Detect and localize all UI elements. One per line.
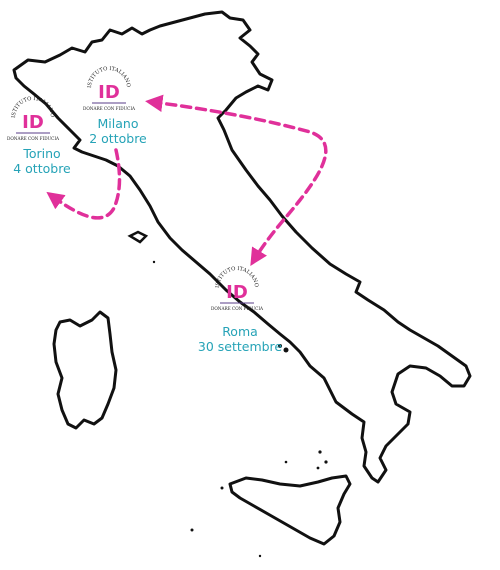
aeolian-island-2 (324, 460, 328, 464)
logo-torino: ISTITUTO ITALIANO DONAZIONE ID DONARE CO… (5, 90, 60, 148)
route-roma-to-milano (145, 94, 328, 266)
aeolian-island-3 (316, 466, 320, 470)
city-name: Torino (23, 146, 61, 161)
logo-initials: ID (226, 282, 248, 303)
city-name: Milano (97, 116, 139, 131)
logo-tagline: DONARE CON FIDUCIA (211, 306, 264, 311)
pantelleria-island (190, 528, 194, 532)
italy-mainland-outline (12, 10, 472, 484)
logo-initials: ID (22, 112, 44, 133)
elba-island (127, 230, 149, 244)
city-name: Roma (222, 324, 258, 339)
city-label-roma: Roma 30 settembre (190, 324, 290, 354)
aeolian-island-1 (318, 450, 322, 454)
logo-tagline: DONARE CON FIDUCIA (7, 136, 60, 141)
city-date: 30 settembre (197, 339, 283, 354)
egadi-island (220, 486, 224, 490)
idi-logo-icon: ISTITUTO ITALIANO DONAZIONE ID DONARE CO… (5, 90, 60, 141)
idi-logo-icon: ISTITUTO ITALIANO DONAZIONE ID DONARE CO… (209, 260, 264, 311)
city-date: 4 ottobre (13, 161, 71, 176)
sicily-outline (228, 474, 352, 546)
city-label-milano: Milano 2 ottobre (80, 116, 156, 146)
city-date: 2 ottobre (89, 131, 147, 146)
idi-logo-icon: ISTITUTO ITALIANO DONAZIONE ID DONARE CO… (81, 60, 136, 111)
ustica-island (284, 460, 288, 464)
route-milano-to-torino (46, 148, 122, 220)
sardinia-outline (52, 310, 118, 430)
logo-tagline: DONARE CON FIDUCIA (83, 106, 136, 111)
logo-milano: ISTITUTO ITALIANO DONAZIONE ID DONARE CO… (81, 60, 136, 118)
pelagie-island (258, 554, 262, 558)
city-label-torino: Torino 4 ottobre (4, 146, 80, 176)
logo-initials: ID (98, 82, 120, 103)
ischia-island (278, 344, 282, 348)
capri-island (283, 347, 289, 353)
logo-roma: ISTITUTO ITALIANO DONAZIONE ID DONARE CO… (209, 260, 264, 318)
tuscan-island (152, 260, 156, 264)
